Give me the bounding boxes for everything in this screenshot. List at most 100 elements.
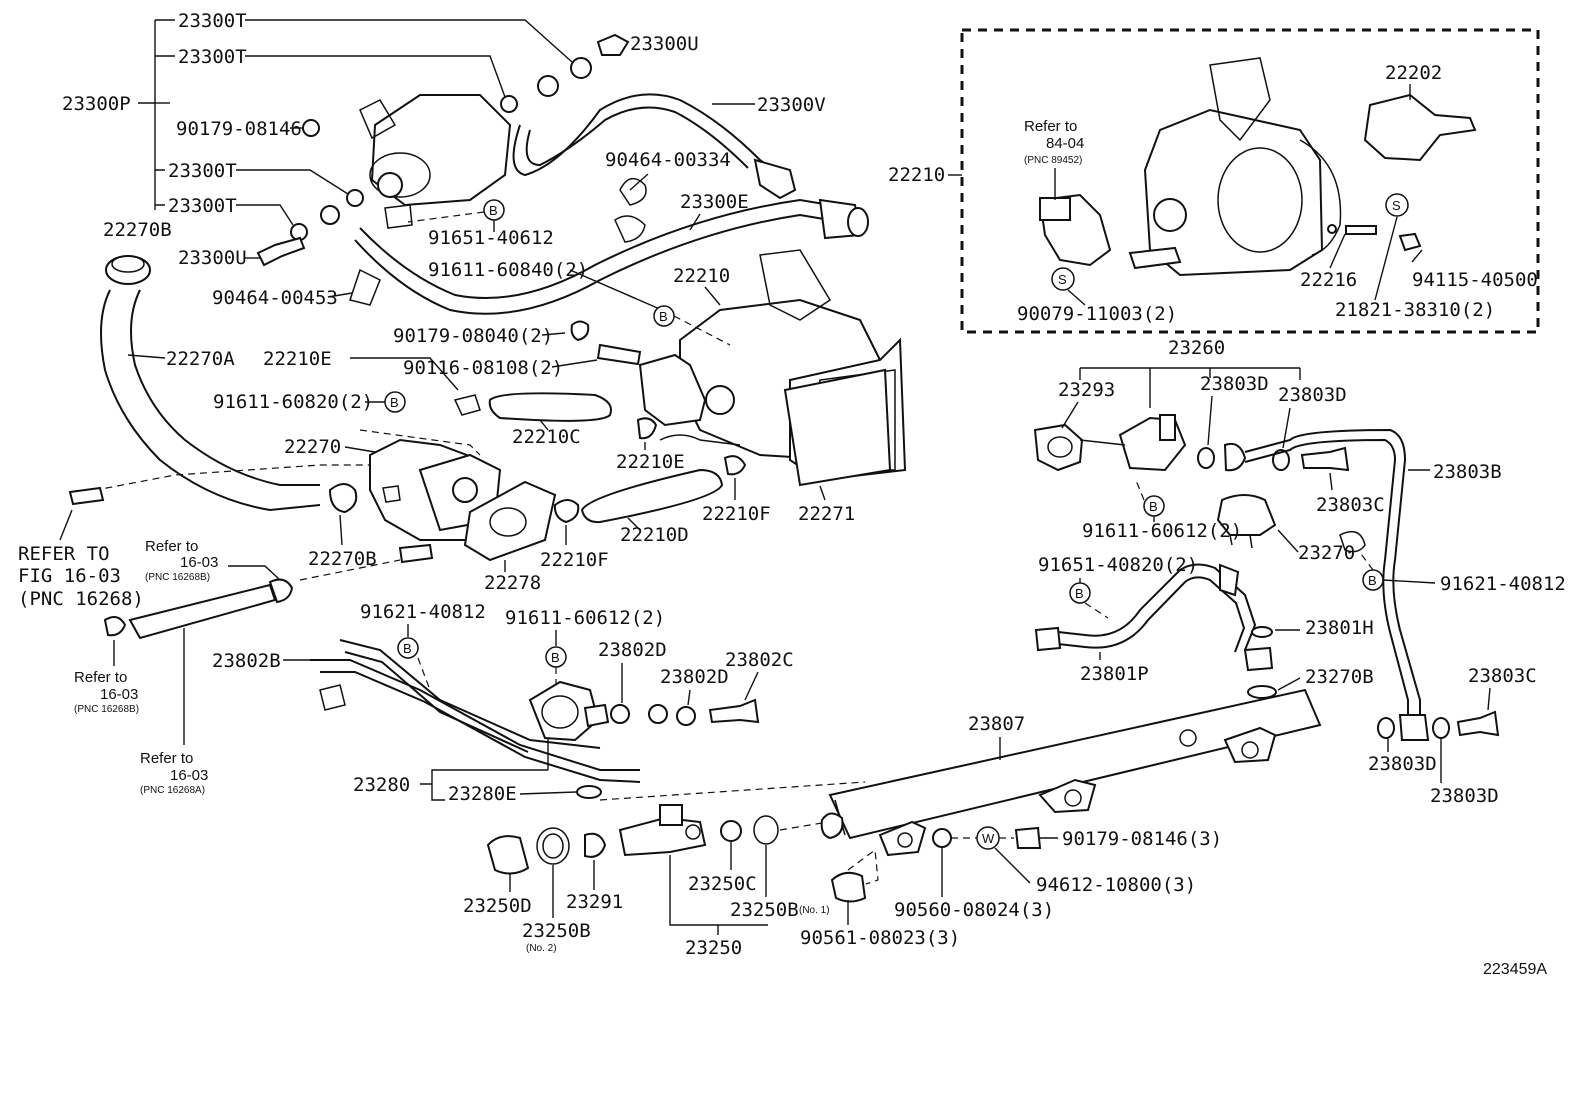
label-23803D-b: 23803D bbox=[1278, 384, 1347, 406]
gasket-22278 bbox=[463, 480, 557, 562]
cushion-23291 bbox=[584, 832, 607, 858]
label-23300U-left: 23300U bbox=[178, 247, 247, 269]
label-23291: 23291 bbox=[566, 891, 623, 913]
label-22210E: 22210E bbox=[263, 348, 332, 370]
spacer-90561 bbox=[830, 871, 867, 903]
label-94612-10800: 94612-10800(3) bbox=[1036, 874, 1196, 896]
pipe-assembly-23280 bbox=[310, 639, 641, 783]
washer-23802D-b bbox=[676, 706, 696, 726]
label-23300T-d: 23300T bbox=[168, 195, 237, 217]
label-23260: 23260 bbox=[1168, 337, 1225, 359]
label-no1: (No. 1) bbox=[799, 905, 830, 916]
bolt-23803C-a bbox=[1300, 446, 1350, 472]
label-23803D-c: 23803D bbox=[1368, 753, 1437, 775]
washer-23803D-a bbox=[1197, 447, 1215, 469]
pipe-23801P bbox=[1039, 563, 1257, 651]
label-refer-b-pnc: (PNC 16268B) bbox=[74, 704, 139, 715]
marker-m6-text: B bbox=[1149, 499, 1158, 514]
marker-m11-text: S bbox=[1392, 198, 1401, 213]
pipe-23803B bbox=[1244, 428, 1421, 725]
label-90179-08146: 90179-08146 bbox=[176, 118, 302, 140]
label-91611-60840: 91611-60840(2) bbox=[428, 259, 588, 281]
label-23803C-b: 23803C bbox=[1468, 665, 1537, 687]
label-22202: 22202 bbox=[1385, 62, 1442, 84]
hose-clamp-22270B-top bbox=[105, 255, 151, 285]
marker-m2-text: B bbox=[390, 395, 399, 410]
marker-m3-text: B bbox=[659, 309, 668, 324]
o-ring-23250B-no1 bbox=[753, 815, 779, 845]
washer-23802D-a bbox=[610, 704, 630, 724]
label-22210F-a: 22210F bbox=[702, 503, 771, 525]
hose-lower-left bbox=[128, 583, 277, 640]
marker-m4-text: B bbox=[403, 641, 412, 656]
label-refer-84-pnc: (PNC 89452) bbox=[1024, 155, 1082, 166]
label-refer-b2: 16-03 bbox=[100, 686, 138, 703]
throttle-body-inset-box bbox=[960, 28, 1540, 334]
label-refer-a2: 16-03 bbox=[180, 554, 218, 571]
label-23300T-a: 23300T bbox=[178, 10, 247, 32]
label-23300T-b: 23300T bbox=[178, 46, 247, 68]
marker-m11 bbox=[1385, 193, 1409, 217]
pulsation-damper-23270 bbox=[1216, 494, 1277, 549]
label-22210D: 22210D bbox=[620, 524, 689, 546]
label-refer-a1: Refer to bbox=[145, 538, 198, 555]
label-91651-40612: 91651-40612 bbox=[428, 227, 554, 249]
marker-m12-text: W bbox=[982, 831, 995, 846]
bolt-23802C bbox=[708, 698, 760, 724]
label-refer-84-2: 84-04 bbox=[1046, 135, 1084, 152]
label-refer-fig-pnc: (PNC 16268) bbox=[18, 588, 144, 610]
pressure-regulator-23260 bbox=[1033, 414, 1187, 472]
label-23803C-a: 23803C bbox=[1316, 494, 1385, 516]
injector-23250 bbox=[618, 804, 707, 857]
label-22210E-b: 22210E bbox=[616, 451, 685, 473]
figure-code: 223459A bbox=[1483, 961, 1547, 978]
label-91621-40812-right: 91621-40812 bbox=[1440, 573, 1566, 595]
label-90464-00334: 90464-00334 bbox=[605, 149, 731, 171]
hose-23300E bbox=[354, 213, 831, 315]
label-23300V: 23300V bbox=[757, 94, 826, 116]
label-23280E: 23280E bbox=[448, 783, 517, 805]
label-22270B-top: 22270B bbox=[103, 219, 172, 241]
o-ring-23250B-no2 bbox=[536, 827, 570, 865]
label-22270B-bottom: 22270B bbox=[308, 548, 377, 570]
label-23802D-b: 23802D bbox=[660, 666, 729, 688]
label-23270: 23270 bbox=[1298, 542, 1355, 564]
label-23250: 23250 bbox=[685, 937, 742, 959]
fuel-rail-23807 bbox=[820, 688, 1322, 857]
label-91651-40820: 91651-40820(2) bbox=[1038, 554, 1198, 576]
label-23801P: 23801P bbox=[1080, 663, 1149, 685]
label-23802D-a: 23802D bbox=[598, 639, 667, 661]
label-22210-inset: 22210 bbox=[888, 164, 945, 186]
label-21821-38310: 21821-38310(2) bbox=[1335, 299, 1495, 321]
collar-23250C bbox=[720, 820, 742, 842]
hose-22270A bbox=[100, 289, 321, 512]
collar-90560 bbox=[932, 828, 952, 848]
marker-m4 bbox=[397, 637, 419, 659]
label-90179-08040: 90179-08040(2) bbox=[393, 325, 553, 347]
label-22210F-b: 22210F bbox=[540, 549, 609, 571]
marker-m5-text: B bbox=[551, 650, 560, 665]
label-refer-a-pnc: (PNC 16268B) bbox=[145, 572, 210, 583]
label-refer-84-1: Refer to bbox=[1024, 118, 1077, 135]
label-no2: (No. 2) bbox=[526, 943, 557, 954]
label-22216: 22216 bbox=[1300, 269, 1357, 291]
label-refer-c1: Refer to bbox=[140, 750, 193, 767]
label-22270: 22270 bbox=[284, 436, 341, 458]
label-94115-40500: 94115-40500 bbox=[1412, 269, 1538, 291]
label-23803D-d: 23803D bbox=[1430, 785, 1499, 807]
marker-m7-text: B bbox=[1075, 586, 1084, 601]
label-91611-60612-right: 91611-60612(2) bbox=[1082, 520, 1242, 542]
label-refer-b1: Refer to bbox=[74, 669, 127, 686]
label-90116-08108: 90116-08108(2) bbox=[403, 357, 563, 379]
bolt-90179-08146 bbox=[1014, 826, 1042, 849]
insulator-23250D bbox=[486, 835, 530, 875]
vsv-23300-assembly bbox=[256, 33, 630, 306]
label-23250D: 23250D bbox=[463, 895, 532, 917]
label-91611-60820: 91611-60820(2) bbox=[213, 391, 373, 413]
label-90179-08146-3: 90179-08146(3) bbox=[1062, 828, 1222, 850]
label-23280: 23280 bbox=[353, 774, 410, 796]
label-22271: 22271 bbox=[798, 503, 855, 525]
label-90561-08023: 90561-08023(3) bbox=[800, 927, 960, 949]
label-23803D-a: 23803D bbox=[1200, 373, 1269, 395]
label-23801H: 23801H bbox=[1305, 617, 1374, 639]
